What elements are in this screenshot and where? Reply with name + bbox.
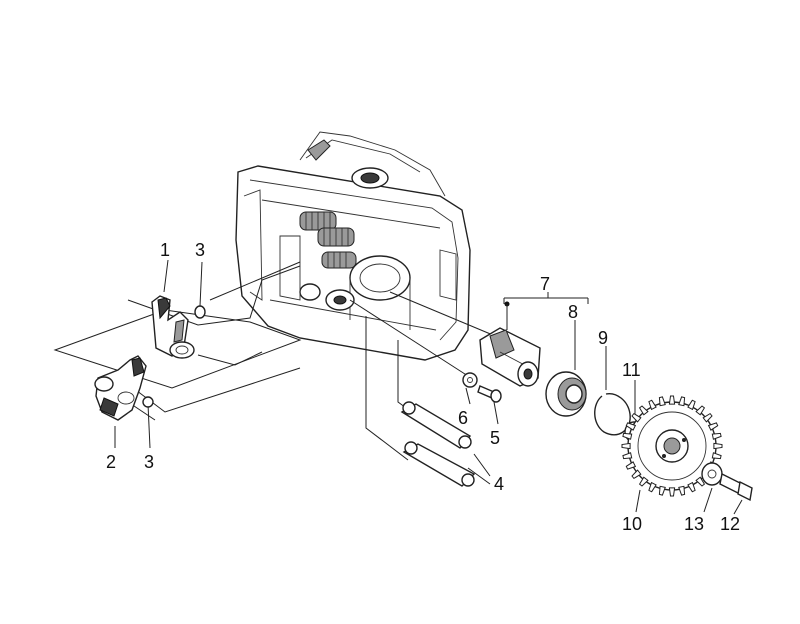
callout-7: 7 bbox=[540, 274, 550, 294]
sprocket-tooth bbox=[622, 432, 633, 440]
rocker-shaft-upper bbox=[400, 401, 472, 449]
callout-11: 11 bbox=[622, 360, 641, 380]
sprocket-tooth bbox=[711, 432, 722, 440]
sprocket-tooth bbox=[702, 412, 713, 423]
sprocket-tooth bbox=[648, 399, 657, 411]
camshaft bbox=[479, 327, 541, 387]
callout-12: 12 bbox=[720, 514, 740, 534]
sprocket-tooth bbox=[638, 405, 649, 416]
sprocket-tooth bbox=[625, 422, 637, 431]
sprocket-tooth bbox=[668, 395, 676, 405]
screw bbox=[477, 385, 502, 403]
sprocket-tooth bbox=[687, 399, 696, 411]
callout-2: 2 bbox=[106, 452, 116, 472]
sprocket-tooth bbox=[631, 412, 642, 423]
sprocket-tooth bbox=[668, 487, 676, 497]
sprocket-tooth bbox=[711, 452, 722, 460]
o-ring-upper bbox=[194, 305, 206, 319]
valve-spring-2 bbox=[317, 227, 355, 247]
circlip bbox=[594, 393, 631, 436]
callout-labels: 1 3 2 3 4 5 6 7 8 9 11 10 13 12 bbox=[106, 240, 740, 534]
sprocket-tooth bbox=[625, 461, 637, 470]
sprocket-tooth bbox=[622, 452, 633, 460]
callout-5: 5 bbox=[490, 428, 500, 448]
callout-1: 1 bbox=[160, 240, 170, 260]
o-ring-lower bbox=[142, 396, 154, 408]
sprocket-tooth bbox=[648, 481, 657, 493]
rocker-arm-1 bbox=[151, 295, 195, 359]
callout-6: 6 bbox=[458, 408, 468, 428]
sprocket bbox=[621, 395, 723, 497]
rocker-shaft-lower bbox=[402, 441, 476, 487]
sprocket-washer bbox=[701, 462, 723, 486]
callout-3-upper: 3 bbox=[195, 240, 205, 260]
callout-4: 4 bbox=[494, 474, 504, 494]
callout-8: 8 bbox=[568, 302, 578, 322]
sprocket-tooth bbox=[695, 405, 706, 416]
rocker-arm-2 bbox=[94, 355, 147, 421]
cylinder-head bbox=[235, 131, 471, 361]
callout-3-lower: 3 bbox=[144, 452, 154, 472]
sprocket-tooth bbox=[638, 476, 649, 487]
sprocket-tooth bbox=[658, 485, 666, 496]
sprocket-bolt bbox=[719, 472, 753, 502]
sprocket-tooth bbox=[707, 422, 719, 431]
sprocket-tooth bbox=[687, 481, 696, 493]
valve-spring-3 bbox=[321, 251, 357, 269]
sprocket-tooth bbox=[713, 442, 723, 450]
sprocket-tooth bbox=[695, 476, 706, 487]
valve-spring-1 bbox=[299, 211, 337, 231]
callout-13: 13 bbox=[684, 514, 704, 534]
callout-9: 9 bbox=[598, 328, 608, 348]
callout-10: 10 bbox=[622, 514, 642, 534]
sprocket-tooth bbox=[658, 396, 666, 407]
sprocket-tooth bbox=[621, 442, 631, 450]
sprocket-tooth bbox=[678, 396, 686, 407]
sprocket-tooth bbox=[631, 469, 642, 480]
washer bbox=[462, 372, 478, 388]
bearing bbox=[545, 371, 587, 417]
sprocket-tooth bbox=[678, 485, 686, 496]
